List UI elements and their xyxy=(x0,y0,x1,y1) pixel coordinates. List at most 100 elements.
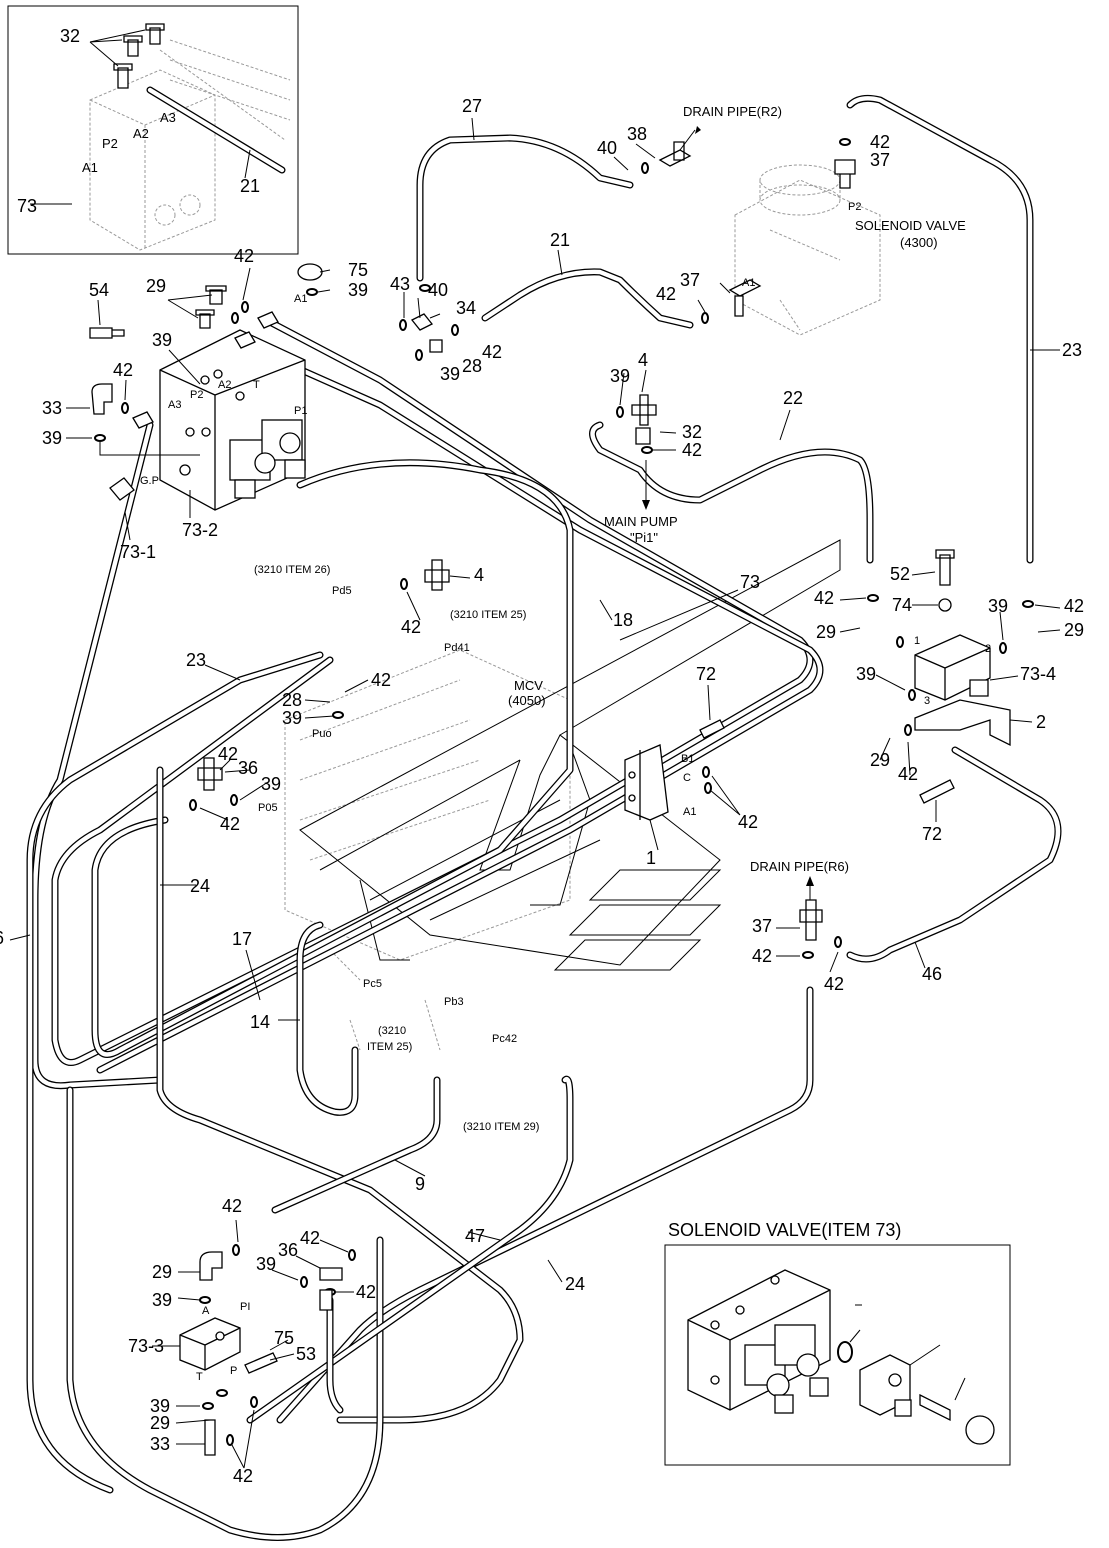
callout-42-g: 42 xyxy=(1064,596,1084,616)
callout-12: 17 xyxy=(232,929,252,949)
port-gp: G.P xyxy=(140,475,159,487)
callout-72: 73-1 xyxy=(120,542,156,562)
port-p: P xyxy=(230,1365,237,1377)
callout-42-a: 42 xyxy=(482,342,502,362)
callout-51: 74 xyxy=(892,595,912,615)
callout-39-d: 39 xyxy=(42,428,62,448)
port-a2: A2 xyxy=(218,379,231,391)
port-a3-inset: A3 xyxy=(160,110,176,125)
port-pi: PI xyxy=(240,1301,250,1313)
callout-2: 2 xyxy=(1036,712,1046,732)
port-p2-inset: P2 xyxy=(102,136,118,151)
callout-21-inset: 21 xyxy=(240,176,260,196)
port-p2: P2 xyxy=(190,389,203,401)
port-a: A xyxy=(202,1305,210,1317)
callout-42-e: 42 xyxy=(371,670,391,690)
callout-21-right: 23 xyxy=(1062,340,1082,360)
callout-39-top: 39 xyxy=(348,280,368,300)
callout-28-top: 28 xyxy=(462,356,482,376)
callout-53: 75 xyxy=(348,260,368,280)
callout-39-l: 39 xyxy=(150,1396,170,1416)
callout-42-h: 42 xyxy=(898,764,918,784)
port-1: 1 xyxy=(914,635,920,647)
port-pd5: Pd5 xyxy=(332,585,352,597)
callout-39-j: 39 xyxy=(256,1254,276,1274)
valve-block-75 xyxy=(914,634,991,701)
callout-42-solenoid: 42 xyxy=(870,132,890,152)
callout-18-left: 24 xyxy=(190,876,210,896)
callout-9: 9 xyxy=(415,1174,425,1194)
port-pc42: Pc42 xyxy=(492,1033,517,1045)
port-pd41: Pd41 xyxy=(444,642,470,654)
callout-42-l: 42 xyxy=(752,946,772,966)
callout-39-c: 39 xyxy=(152,330,172,350)
label-mcv-code: (4050) xyxy=(508,693,546,708)
fittings-73 xyxy=(89,263,443,501)
callout-36-low: 36 xyxy=(278,1240,298,1260)
port-a1-solenoid: A1 xyxy=(742,277,755,289)
callout-32-low2: 29 xyxy=(152,1262,172,1282)
callout-42-c: 42 xyxy=(682,440,702,460)
callout-39-e: 39 xyxy=(610,366,630,386)
callout-29: 32 xyxy=(682,422,702,442)
label-drain-r2: DRAIN PIPE(R2) xyxy=(683,104,782,119)
callout-28-mid: 28 xyxy=(282,690,302,710)
callout-1: 1 xyxy=(646,848,656,868)
ref-item25-bottom: ITEM 25) xyxy=(367,1041,412,1053)
mcv-4050-ghost xyxy=(284,649,571,1051)
callout-42-p: 42 xyxy=(356,1282,376,1302)
callout-37-low: 37 xyxy=(752,916,772,936)
callout-32-top: 29 xyxy=(146,276,166,296)
callout-39-k: 39 xyxy=(152,1290,172,1310)
callout-38: 38 xyxy=(627,124,647,144)
callout-42-m: 42 xyxy=(824,974,844,994)
callout-18-bottom: 24 xyxy=(565,1274,585,1294)
callout-47: 53 xyxy=(296,1344,316,1364)
port-a2-inset: A2 xyxy=(133,126,149,141)
port-a3: A3 xyxy=(168,399,181,411)
callout-37-top: 37 xyxy=(870,150,890,170)
ref-3210-item-26: (3210 ITEM 26) xyxy=(254,564,330,576)
ref-3210-item-25-top: (3210 ITEM 25) xyxy=(450,609,526,621)
leader-lines xyxy=(9,117,1061,1469)
callout-32-bottom: 29 xyxy=(150,1413,170,1433)
callouts: 27 38 40 42 37 21 37 42 75 39 43 40 34 4… xyxy=(0,96,1084,1486)
bracket-1 xyxy=(624,744,669,821)
callout-42-d: 42 xyxy=(401,617,421,637)
callout-4-top: 4 xyxy=(638,350,648,370)
callout-42-q: 42 xyxy=(233,1466,253,1486)
port-pb3: Pb3 xyxy=(444,996,464,1008)
port-a1-inset: A1 xyxy=(82,160,98,175)
callout-33-bottom: 33 xyxy=(150,1434,170,1454)
callout-39-f: 39 xyxy=(282,708,302,728)
callout-46: 52 xyxy=(890,564,910,584)
callout-17: 21 xyxy=(550,230,570,250)
callout-73-inset: 73 xyxy=(17,196,37,216)
callout-43-mid: 40 xyxy=(428,280,448,300)
valve-74 xyxy=(179,1251,241,1456)
callout-24: 46 xyxy=(922,964,942,984)
label-main-pump-port: "Pi1" xyxy=(630,530,658,545)
port-2: 2 xyxy=(985,643,991,655)
solenoid-valve-4300-ghost xyxy=(734,164,881,336)
bracket-2 xyxy=(914,699,1011,747)
callout-49-mid: 72 xyxy=(696,664,716,684)
callout-42-n: 42 xyxy=(222,1196,242,1216)
port-pc5: Pc5 xyxy=(363,978,382,990)
callout-39-g: 39 xyxy=(988,596,1008,616)
callout-42-top: 42 xyxy=(234,246,254,266)
port-p05: P05 xyxy=(258,802,278,814)
callout-54: 73 xyxy=(740,572,760,592)
port-t: T xyxy=(253,379,260,391)
callout-42-k: 42 xyxy=(220,814,240,834)
inset-solenoid-mount xyxy=(7,5,299,255)
port-puo: Puo xyxy=(312,728,332,740)
bolts xyxy=(244,549,955,1374)
callout-39-b: 39 xyxy=(440,364,460,384)
callout-42-j: 42 xyxy=(218,744,238,764)
label-main-pump: MAIN PUMP xyxy=(604,514,678,529)
solenoid-valve-detail-panel xyxy=(664,1244,1011,1466)
callout-42-b: 42 xyxy=(113,360,133,380)
callout-6: 6 xyxy=(0,928,4,948)
